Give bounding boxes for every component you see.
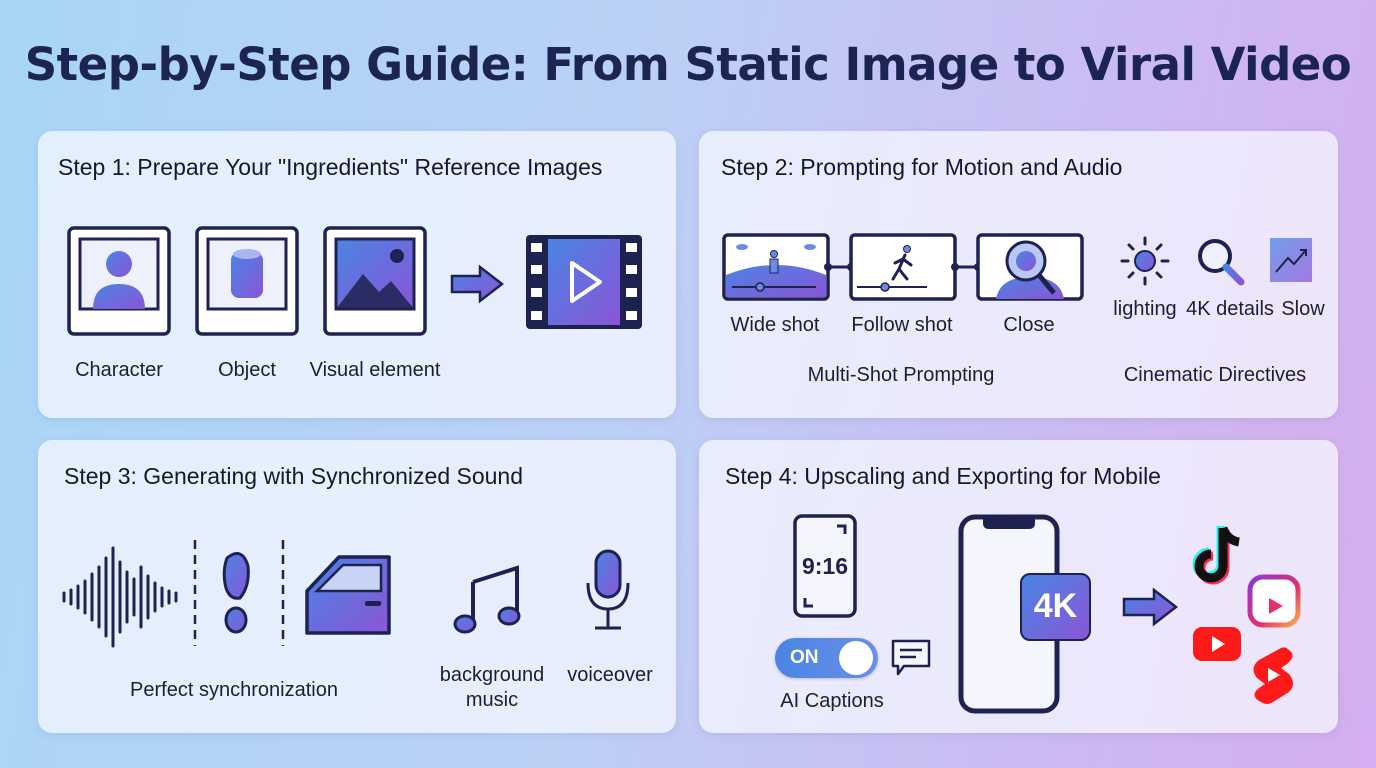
label-voiceover: voiceover bbox=[567, 664, 653, 686]
youtube-icon bbox=[1193, 627, 1241, 661]
step1-heading: Step 1: Prepare Your "Ingredients" Refer… bbox=[58, 154, 603, 180]
person-icon bbox=[67, 226, 171, 336]
label-object: Object bbox=[218, 359, 276, 381]
music-note-icon bbox=[453, 565, 521, 634]
label-lighting: lighting bbox=[1113, 298, 1177, 320]
label-multi-shot: Multi-Shot Prompting bbox=[807, 364, 995, 386]
footprint-icon bbox=[222, 552, 250, 634]
page-title: Step-by-Step Guide: From Static Image to… bbox=[24, 38, 1352, 91]
label-4k-details: 4K details bbox=[1186, 298, 1274, 320]
sync-divider bbox=[193, 540, 285, 646]
label-perfect-sync: Perfect synchronization bbox=[130, 679, 338, 701]
4k-badge: 4K bbox=[1020, 573, 1091, 641]
aspect-phone-icon bbox=[793, 514, 857, 618]
captions-toggle[interactable]: ON bbox=[775, 638, 878, 678]
youtube-shorts-icon bbox=[1253, 647, 1293, 704]
sun-icon bbox=[1120, 236, 1170, 286]
slow-motion-icon bbox=[1270, 238, 1312, 282]
label-wide-shot: Wide shot bbox=[730, 314, 820, 336]
step4-heading: Step 4: Upscaling and Exporting for Mobi… bbox=[725, 463, 1161, 489]
label-close: Close bbox=[1003, 314, 1055, 336]
step2-heading: Step 2: Prompting for Motion and Audio bbox=[721, 154, 1123, 180]
arrow-right-icon bbox=[450, 264, 505, 304]
close-up-icon bbox=[976, 233, 1084, 301]
arrow-right-icon bbox=[1122, 587, 1179, 627]
toggle-label: ON bbox=[790, 647, 819, 668]
landscape-icon bbox=[323, 226, 427, 336]
step3-heading: Step 3: Generating with Synchronized Sou… bbox=[64, 463, 524, 489]
tiktok-icon bbox=[1192, 526, 1240, 585]
toggle-knob bbox=[839, 641, 873, 675]
instagram-reels-icon bbox=[1247, 574, 1301, 628]
label-visual-element: Visual element bbox=[309, 359, 441, 381]
magnifier-icon bbox=[1198, 239, 1245, 286]
label-cinematic: Cinematic Directives bbox=[1123, 364, 1307, 386]
waveform-icon bbox=[62, 546, 178, 648]
shot-sequence bbox=[722, 233, 1084, 301]
large-phone-icon bbox=[958, 514, 1060, 714]
label-background: background bbox=[439, 664, 545, 686]
car-door-icon bbox=[305, 555, 391, 635]
can-icon bbox=[195, 226, 299, 336]
label-character: Character bbox=[75, 359, 163, 381]
follow-shot-icon bbox=[849, 233, 957, 301]
aspect-ratio-text: 9:16 bbox=[801, 553, 849, 579]
label-follow-shot: Follow shot bbox=[851, 314, 953, 336]
label-ai-captions: AI Captions bbox=[780, 690, 884, 712]
label-music: music bbox=[465, 689, 519, 711]
microphone-icon bbox=[586, 549, 630, 630]
label-slow: Slow bbox=[1281, 298, 1325, 320]
chat-bubble-icon bbox=[891, 639, 931, 676]
wide-shot-icon bbox=[722, 233, 830, 301]
video-film-icon bbox=[526, 235, 642, 329]
